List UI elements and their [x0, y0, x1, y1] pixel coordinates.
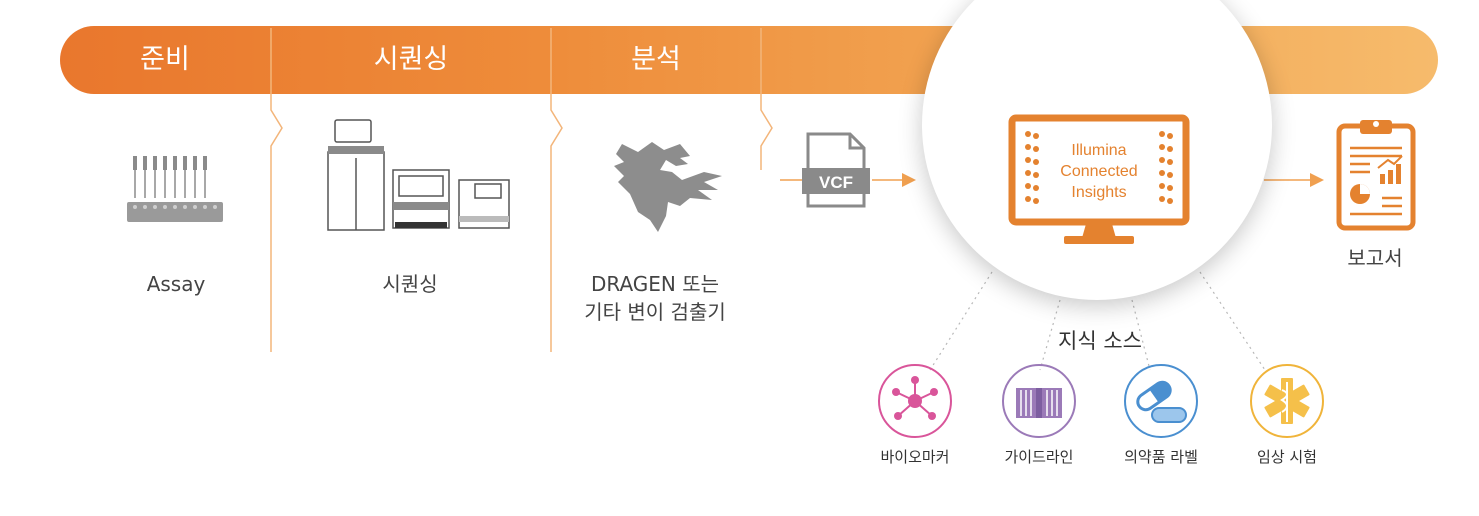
assay-icon — [127, 156, 223, 222]
vcf-label: VCF — [819, 173, 853, 192]
report-label: 보고서 — [1347, 246, 1403, 270]
sequencing-label: 시퀀싱 — [382, 272, 438, 296]
biomarker-label: 바이오마커 — [880, 448, 950, 466]
dragen-dragon-icon — [614, 142, 722, 232]
monitor-line2: Connected — [1060, 163, 1138, 180]
phase-prep: 준비 — [140, 44, 190, 75]
drug-label-icon-ring — [1124, 364, 1198, 438]
vcf-flow — [780, 132, 1324, 208]
clinical-trial-icon-ring — [1250, 364, 1324, 438]
monitor-icon — [1008, 114, 1190, 244]
phase-analysis: 분석 — [631, 44, 681, 75]
guideline-label: 가이드라인 — [1004, 448, 1074, 466]
dragen-label: DRAGEN 또는 기타 변이 검출기 — [560, 270, 750, 326]
clinical-trial-label: 임상 시험 — [1257, 448, 1317, 466]
sequencer-instruments-icon — [327, 119, 510, 231]
pill-icon — [1136, 380, 1187, 423]
guideline-icon-ring — [1002, 364, 1076, 438]
knowledge-sources-title: 지식 소스 — [1058, 329, 1142, 353]
book-icon — [1016, 388, 1062, 418]
phase-sequencing: 시퀀싱 — [373, 44, 449, 75]
divider-2 — [550, 28, 563, 352]
medical-star-icon — [1264, 378, 1310, 424]
dragen-label-line1: DRAGEN 또는 — [590, 272, 720, 296]
drug-label-label: 의약품 라벨 — [1124, 448, 1198, 466]
dragen-label-line2: 기타 변이 검출기 — [584, 300, 726, 324]
assay-label: Assay — [146, 272, 206, 296]
monitor-line1: Illumina — [1071, 142, 1127, 159]
network-icon — [892, 376, 938, 420]
divider-3 — [760, 28, 773, 170]
monitor-line3: Insights — [1071, 184, 1127, 201]
monitor-title: Illumina Connected Insights — [1040, 140, 1158, 203]
divider-1 — [270, 28, 283, 352]
biomarker-icon-ring — [878, 364, 952, 438]
report-clipboard-icon — [1336, 120, 1416, 231]
